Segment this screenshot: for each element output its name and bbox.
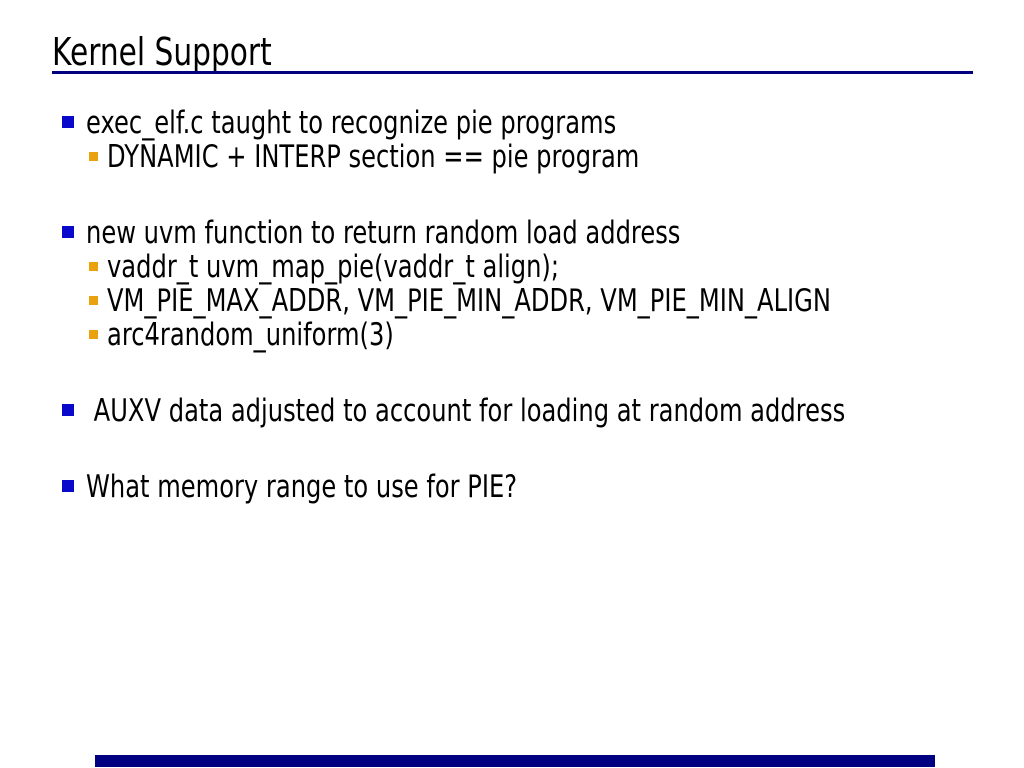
title-underline bbox=[52, 71, 973, 74]
bullet-text: arc4random_uniform(3) bbox=[107, 317, 394, 353]
sub-bullet-square-icon bbox=[89, 262, 98, 271]
bullet-text: DYNAMIC + INTERP section == pie program bbox=[107, 139, 640, 175]
bullet-text: new uvm function to return random load a… bbox=[86, 215, 681, 251]
sub-bullet-square-icon bbox=[89, 330, 98, 339]
bullet-text: AUXV data adjusted to account for loadin… bbox=[86, 393, 846, 429]
bullet-text: exec_elf.c taught to recognize pie progr… bbox=[86, 105, 617, 141]
sub-bullet-item: arc4random_uniform(3) bbox=[0, 318, 1024, 352]
bullet-item: What memory range to use for PIE? bbox=[0, 470, 1024, 504]
bullet-item: exec_elf.c taught to recognize pie progr… bbox=[0, 106, 1024, 140]
bullet-item: new uvm function to return random load a… bbox=[0, 216, 1024, 250]
bullet-square-icon bbox=[62, 116, 74, 128]
sub-bullet-item: vaddr_t uvm_map_pie(vaddr_t align); bbox=[0, 250, 1024, 284]
slide-title: Kernel Support bbox=[52, 30, 272, 74]
sub-bullet-item: DYNAMIC + INTERP section == pie program bbox=[0, 140, 1024, 174]
bullet-square-icon bbox=[62, 226, 74, 238]
sub-bullet-square-icon bbox=[89, 152, 98, 161]
bullet-text: VM_PIE_MAX_ADDR, VM_PIE_MIN_ADDR, VM_PIE… bbox=[107, 283, 831, 319]
bullet-list: exec_elf.c taught to recognize pie progr… bbox=[0, 106, 1024, 504]
footer-bar bbox=[95, 755, 935, 767]
bullet-text: vaddr_t uvm_map_pie(vaddr_t align); bbox=[107, 249, 560, 285]
bullet-text: What memory range to use for PIE? bbox=[86, 469, 518, 505]
bullet-item: AUXV data adjusted to account for loadin… bbox=[0, 394, 1024, 428]
bullet-square-icon bbox=[62, 404, 74, 416]
sub-bullet-item: VM_PIE_MAX_ADDR, VM_PIE_MIN_ADDR, VM_PIE… bbox=[0, 284, 1024, 318]
sub-bullet-square-icon bbox=[89, 296, 98, 305]
bullet-square-icon bbox=[62, 480, 74, 492]
